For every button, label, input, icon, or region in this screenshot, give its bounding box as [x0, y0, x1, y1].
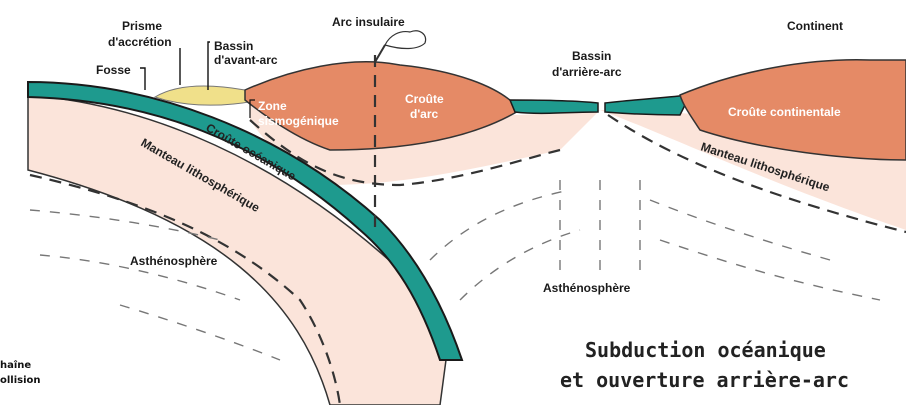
label-croute-arc-2: d'arc: [410, 107, 439, 121]
label-zone-2: sismogénique: [258, 114, 339, 128]
label-croute-continentale: Croûte continentale: [728, 105, 841, 119]
side-text-line2: ollision: [0, 375, 41, 386]
diagram-title-line1: Subduction océanique: [585, 338, 826, 362]
back-arc-basin-left: [510, 100, 598, 113]
volcano-plume-icon: [385, 31, 426, 49]
flow-center-1: [430, 190, 570, 260]
fosse-leader: [140, 68, 145, 90]
label-arc-insulaire: Arc insulaire: [332, 15, 405, 29]
label-zone-1: Zone: [258, 99, 287, 113]
flow-right-2: [660, 240, 880, 300]
label-bassin-avant-1: Bassin: [214, 39, 253, 53]
label-astheno-left: Asthénosphère: [130, 254, 218, 268]
label-continent: Continent: [787, 19, 843, 33]
label-accretion: d'accrétion: [108, 35, 172, 49]
volcano-vent-icon: [375, 45, 385, 62]
diagram-title-line2: et ouverture arrière-arc: [560, 368, 849, 392]
label-bassin-avant-2: d'avant-arc: [214, 53, 278, 67]
flow-right-1: [650, 200, 830, 260]
label-bassin-arriere-2: d'arrière-arc: [552, 65, 622, 79]
bassin-avant-leader: [208, 42, 210, 90]
side-text-line1: haîne: [0, 359, 31, 371]
flow-left-3: [120, 305, 280, 360]
label-fosse: Fosse: [96, 63, 131, 77]
label-prisme: Prisme: [122, 19, 162, 33]
label-bassin-arriere-1: Bassin: [572, 49, 611, 63]
label-croute-arc-1: Croûte: [405, 92, 444, 106]
label-astheno-right: Asthénosphère: [543, 281, 631, 295]
back-arc-basin-right: [605, 95, 690, 115]
